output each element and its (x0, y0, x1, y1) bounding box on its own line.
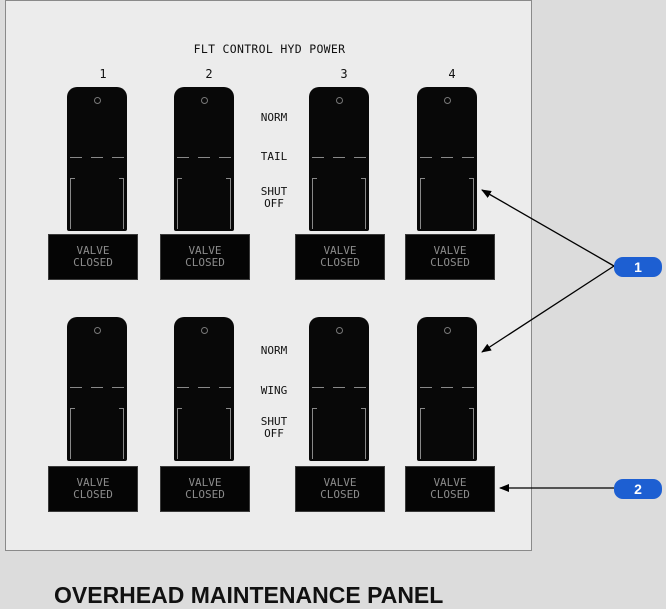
wing-hyd-switch-1[interactable] (67, 317, 127, 461)
position-label-off: OFF (264, 427, 284, 440)
position-label-norm: NORM (260, 344, 288, 357)
channel-number-2: 2 (205, 67, 213, 81)
indicator-dot (94, 97, 101, 104)
position-label-wing: WING (260, 384, 288, 397)
position-label-shut: SHUT (260, 185, 288, 198)
callout-badge-1: 1 (614, 257, 662, 277)
tail-hyd-switch-1[interactable] (67, 87, 127, 231)
wing-hyd-switch-2[interactable] (174, 317, 234, 461)
tail-hyd-switch-4[interactable] (417, 87, 477, 231)
indicator-dot (444, 97, 451, 104)
indicator-dot (444, 327, 451, 334)
wing-hyd-switch-3[interactable] (309, 317, 369, 461)
callout-badge-2: 2 (614, 479, 662, 499)
position-label-off: OFF (264, 197, 284, 210)
indicator-dot (336, 97, 343, 104)
panel-title: FLT CONTROL HYD POWER (193, 42, 346, 56)
tail-hyd-switch-3[interactable] (309, 87, 369, 231)
diagram-caption: OVERHEAD MAINTENANCE PANEL (54, 582, 444, 608)
channel-number-4: 4 (448, 67, 456, 81)
indicator-dot (336, 327, 343, 334)
position-label-shut: SHUT (260, 415, 288, 428)
indicator-dot (201, 97, 208, 104)
channel-number-3: 3 (340, 67, 348, 81)
wing-hyd-switch-4[interactable] (417, 317, 477, 461)
indicator-dot (201, 327, 208, 334)
channel-number-1: 1 (99, 67, 107, 81)
callout-1-leader-lower (481, 265, 615, 353)
position-label-tail: TAIL (260, 150, 288, 163)
callout-1-leader-upper (481, 189, 615, 267)
tail-hyd-switch-2[interactable] (174, 87, 234, 231)
position-label-norm: NORM (260, 111, 288, 124)
indicator-dot (94, 327, 101, 334)
overhead-maintenance-panel: FLT CONTROL HYD POWER 1 2 3 4 NORM TAIL … (5, 0, 532, 551)
